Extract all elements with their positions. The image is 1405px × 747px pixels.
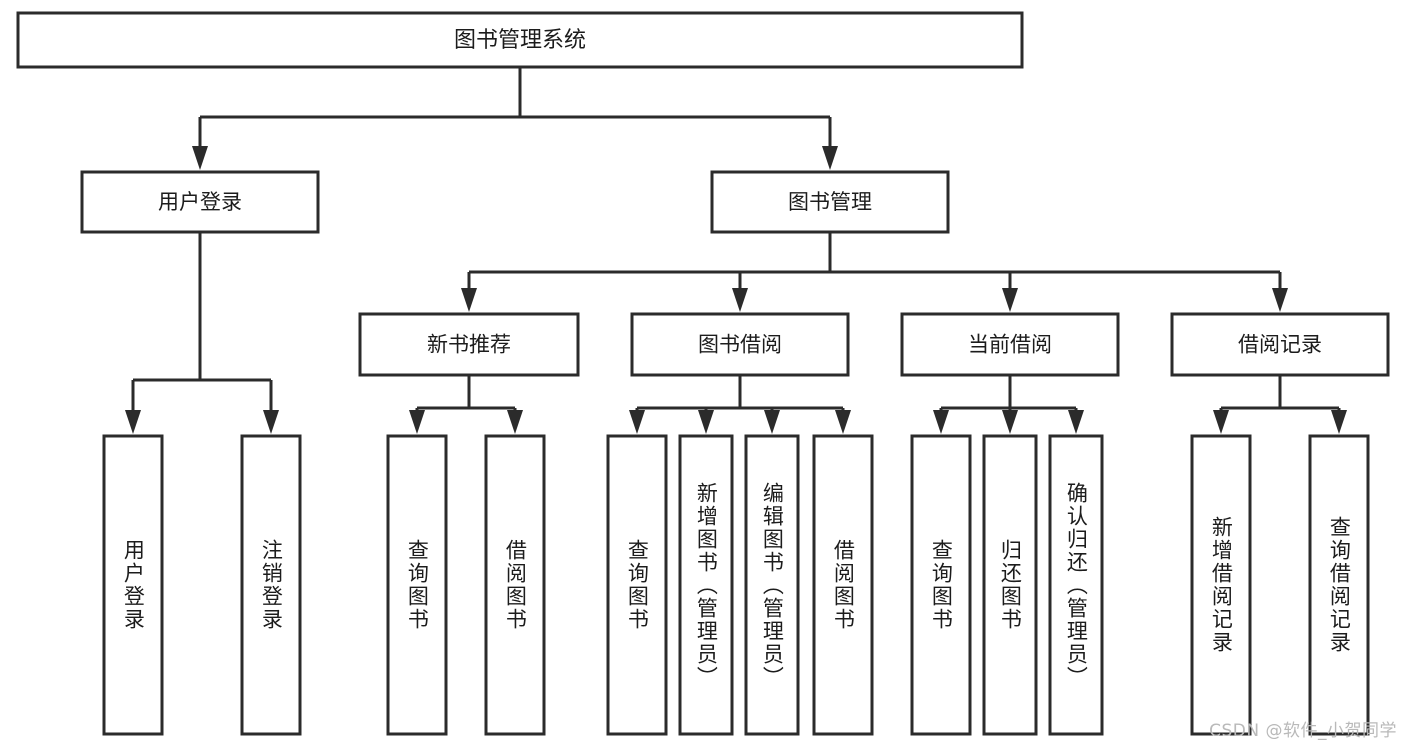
edge-arrowhead	[409, 410, 425, 434]
node-box[interactable]	[80, 170, 320, 234]
node-level3-book-borrow[interactable]: 图书借阅	[630, 312, 850, 377]
node-leaf-leaf-return-book[interactable]	[982, 434, 1038, 736]
edge-arrowhead	[1068, 410, 1084, 434]
edge-arrowhead	[1272, 288, 1288, 312]
node-box[interactable]	[240, 434, 302, 736]
node-box[interactable]	[744, 434, 800, 736]
node-box[interactable]	[812, 434, 874, 736]
node-label: 借阅记录	[1238, 333, 1322, 357]
edge-arrowhead	[732, 288, 748, 312]
edge-arrowhead	[263, 410, 279, 434]
node-level3-current-borrow[interactable]: 当前借阅	[900, 312, 1120, 377]
edge-arrowhead	[507, 410, 523, 434]
node-leaf-leaf-user-login[interactable]	[102, 434, 164, 736]
node-box[interactable]	[910, 434, 972, 736]
edge-arrowhead	[698, 410, 714, 434]
node-label: 图书管理系统	[454, 28, 586, 53]
node-leaf-leaf-query-book-borrow[interactable]	[606, 434, 668, 736]
edge-arrowhead	[1213, 410, 1229, 434]
node-leaf-leaf-borrow-book-rec[interactable]	[484, 434, 546, 736]
edge-arrowhead	[822, 146, 838, 170]
node-box[interactable]	[386, 434, 448, 736]
edge-arrowhead	[192, 146, 208, 170]
node-box[interactable]	[678, 434, 734, 736]
node-leaf-leaf-confirm-return-admin[interactable]	[1048, 434, 1104, 736]
node-leaf-leaf-query-book-rec[interactable]	[386, 434, 448, 736]
node-leaf-leaf-add-book-admin[interactable]	[678, 434, 734, 736]
node-level2-book-management[interactable]: 图书管理	[710, 170, 950, 234]
node-box[interactable]	[16, 11, 1024, 69]
edge-arrowhead	[461, 288, 477, 312]
edge-arrowhead	[629, 410, 645, 434]
node-box[interactable]	[710, 170, 950, 234]
node-box[interactable]	[1170, 312, 1390, 377]
node-leaf-leaf-borrow-book[interactable]	[812, 434, 874, 736]
node-box[interactable]	[606, 434, 668, 736]
edge-arrowhead	[764, 410, 780, 434]
node-box[interactable]	[102, 434, 164, 736]
edge-arrowhead	[1331, 410, 1347, 434]
node-label: 用户登录	[158, 190, 242, 214]
node-leaf-leaf-edit-book-admin[interactable]	[744, 434, 800, 736]
node-box[interactable]	[484, 434, 546, 736]
node-label: 图书借阅	[698, 333, 782, 357]
node-label: 图书管理	[788, 190, 872, 214]
node-leaf-leaf-query-borrow-record[interactable]	[1308, 434, 1370, 736]
watermark-text: CSDN @软件_小贺同学	[1209, 721, 1397, 741]
node-box[interactable]	[900, 312, 1120, 377]
node-label: 当前借阅	[968, 333, 1052, 357]
node-box[interactable]	[982, 434, 1038, 736]
node-root-root[interactable]: 图书管理系统	[16, 11, 1024, 69]
node-level3-borrow-record[interactable]: 借阅记录	[1170, 312, 1390, 377]
edge-arrowhead	[835, 410, 851, 434]
node-leaf-leaf-logout[interactable]	[240, 434, 302, 736]
edge-arrowhead	[1002, 410, 1018, 434]
node-level2-user-login[interactable]: 用户登录	[80, 170, 320, 234]
node-label: 新书推荐	[427, 333, 511, 357]
node-leaf-leaf-add-borrow-record[interactable]	[1190, 434, 1252, 736]
node-level3-new-book-recommend[interactable]: 新书推荐	[358, 312, 580, 377]
edge-arrowhead	[933, 410, 949, 434]
edge-arrowhead	[1002, 288, 1018, 312]
node-box[interactable]	[1190, 434, 1252, 736]
node-box[interactable]	[630, 312, 850, 377]
node-leaf-leaf-query-book-current[interactable]	[910, 434, 972, 736]
edge-layer	[125, 67, 1347, 434]
node-box[interactable]	[1048, 434, 1104, 736]
node-box[interactable]	[358, 312, 580, 377]
edge-arrowhead	[125, 410, 141, 434]
node-box[interactable]	[1308, 434, 1370, 736]
